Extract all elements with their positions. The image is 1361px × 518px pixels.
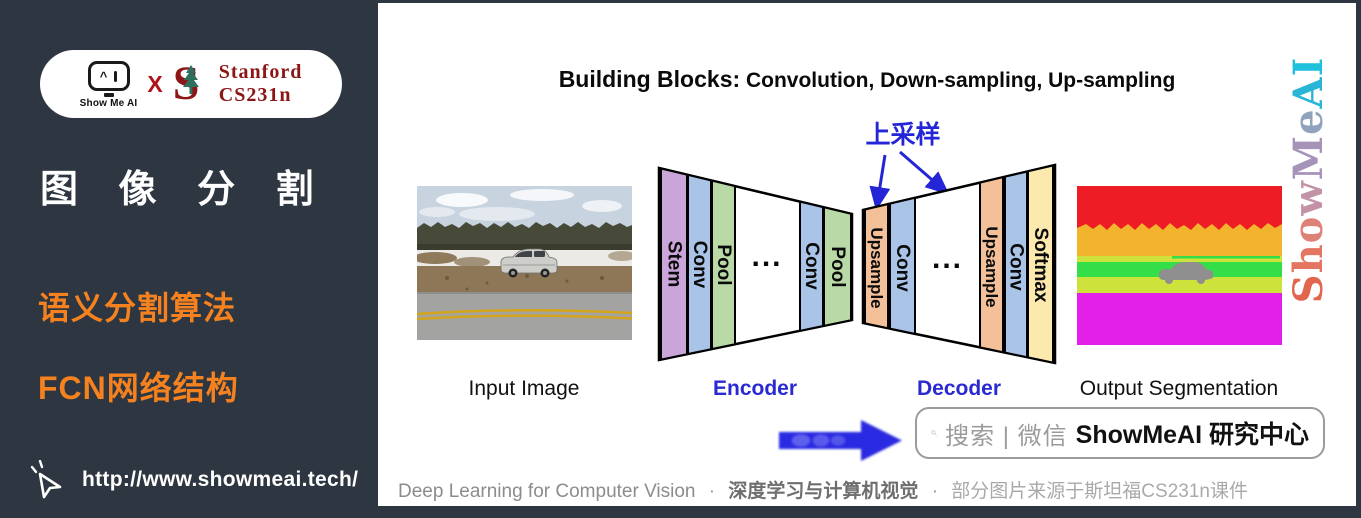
decoder-bar-label: Upsample (982, 226, 1001, 307)
encoder-block: Stem Conv Pool Conv Pool ... (657, 166, 854, 362)
robot-eye-icon (114, 70, 118, 82)
logo-x-separator: X (147, 70, 163, 97)
sidebar-subtitle-1: 语义分割算法 (38, 290, 237, 326)
cursor-click-icon (30, 460, 62, 499)
decoder-block: Upsample Conv Upsample Conv Softmax ... (861, 163, 1057, 365)
sidebar: ^ Show Me AI X S Stanford CS231n (0, 0, 378, 518)
search-brand: ShowMeAI 研究中心 (1075, 421, 1309, 449)
seg-shoulder-2 (1077, 277, 1282, 294)
encoder-bar-pool-2 (823, 206, 852, 328)
encoder-label: Encoder (712, 377, 798, 400)
sidebar-title: 图 像 分 割 (40, 169, 316, 211)
decoder-bar-label: Upsample (867, 227, 886, 308)
showmeai-watermark: ShowMeAI (1285, 56, 1332, 304)
slide-content: Building Blocks: Convolution, Down-sampl… (378, 3, 1356, 506)
output-segmentation-label: Output Segmentation (1079, 377, 1279, 400)
stanford-tree-icon (182, 65, 199, 94)
decoder-bar-label: Softmax (1030, 228, 1051, 303)
robot-eye-icon: ^ (99, 68, 108, 84)
robot-chin-icon (103, 93, 114, 97)
search-icon (931, 430, 937, 436)
footer-course-en: Deep Learning for Computer Vision (398, 481, 696, 502)
seg-sky (1077, 186, 1282, 230)
input-image (417, 186, 632, 340)
encoder-bar-label: Pool (827, 246, 848, 287)
encoder-bar-label: Conv (689, 241, 710, 289)
road-line (417, 314, 632, 321)
logo-pill: ^ Show Me AI X S Stanford CS231n (40, 50, 342, 118)
encoder-bar-label: Pool (713, 244, 734, 285)
decoder-bar-upsample-1 (864, 202, 889, 330)
decoder-label: Decoder (916, 377, 1002, 400)
robot-face-icon: ^ (87, 61, 130, 91)
wechat-search-box[interactable]: 搜索 | 微信 ShowMeAI 研究中心 (915, 407, 1325, 459)
showmeai-logo: ^ Show Me AI (80, 61, 138, 109)
search-hint: 搜索 | 微信 (945, 422, 1068, 450)
decoder-bar-softmax (1027, 164, 1054, 364)
decoder-bar-label: Conv (1006, 243, 1027, 291)
road-line (417, 308, 632, 316)
seg-grass-streak (1172, 256, 1280, 259)
decoder-bar-upsample-2 (979, 175, 1004, 354)
encoder-bar-pool-1 (711, 179, 736, 351)
stanford-logo-text: Stanford CS231n (218, 61, 303, 106)
input-image-label: Input Image (468, 377, 580, 400)
seg-road (1077, 293, 1282, 345)
decoder-bar-conv-1 (889, 196, 916, 336)
footer-credit: Deep Learning for Computer Vision · 深度学习… (398, 481, 1248, 502)
sidebar-subtitle-2: FCN网络结构 (38, 370, 239, 406)
website-link[interactable]: http://www.showmeai.tech/ (30, 460, 358, 500)
footer-course-cn: 深度学习与计算机视觉 (728, 481, 919, 502)
encoder-bar-label: Stem (664, 241, 685, 287)
decoder-bar-label: Conv (892, 244, 913, 292)
flow-arrow-icon (779, 420, 902, 461)
upsample-annotation: 上采样 (865, 121, 941, 149)
encoder-bar-label: Conv (801, 242, 822, 290)
website-url: http://www.showmeai.tech/ (82, 468, 359, 491)
car (500, 248, 558, 278)
showmeai-logo-text: Show Me AI (79, 98, 138, 109)
upsample-arrows (869, 150, 950, 211)
encoder-ellipsis: ... (751, 240, 782, 273)
stanford-logo-icon: S (173, 59, 209, 109)
seg-car-silhouette (1159, 262, 1214, 284)
footer-source-note: 部分图片来源于斯坦福CS231n课件 (951, 481, 1248, 502)
slide-heading: Building Blocks: Convolution, Down-sampl… (558, 66, 1176, 92)
output-segmentation-image (1077, 186, 1282, 345)
arrow-to-first-upsample (869, 154, 891, 211)
arrow-to-decoder-top (899, 150, 950, 195)
decoder-ellipsis: ... (932, 242, 963, 275)
